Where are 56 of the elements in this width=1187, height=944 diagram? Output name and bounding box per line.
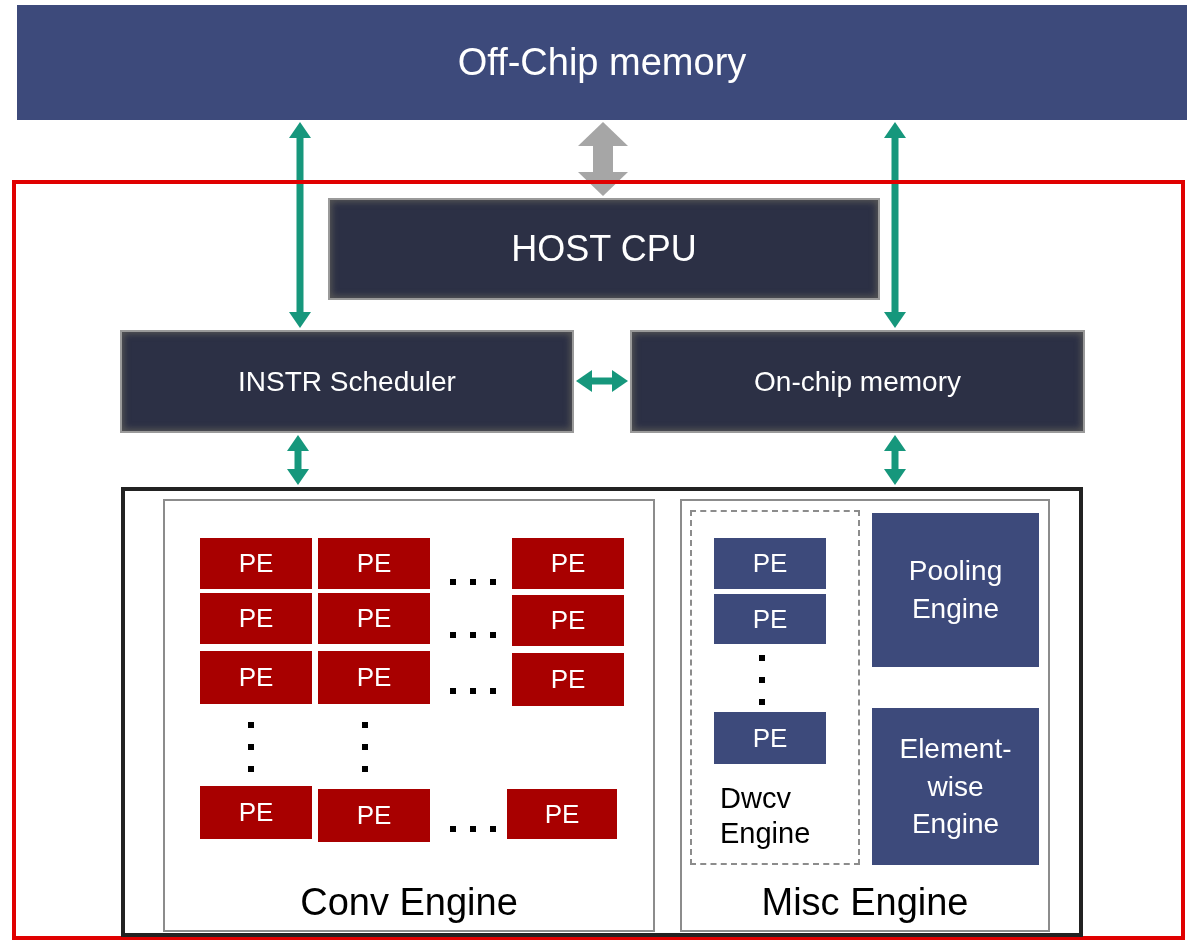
- block-label: HOST CPU: [511, 227, 697, 271]
- double-arrow: [884, 122, 906, 328]
- pe-cell: [317, 592, 431, 645]
- block-label: PE: [238, 796, 274, 829]
- pe-cell: [317, 537, 431, 590]
- dashed-engine-box: [690, 510, 860, 865]
- pe-cell: [713, 593, 827, 645]
- pe-cell: [511, 652, 625, 707]
- pe-cell: [713, 537, 827, 590]
- engine-frame: [121, 487, 1083, 937]
- double-arrow: [287, 435, 309, 485]
- block-label: PE: [752, 602, 788, 636]
- block-label: PE: [356, 799, 392, 832]
- block-label: Element-wise Engine: [898, 731, 1013, 842]
- pe-cell: [199, 785, 313, 840]
- block-label: PE: [752, 721, 788, 755]
- block-label: INSTR Scheduler: [238, 364, 456, 399]
- block-label: PE: [752, 547, 788, 580]
- double-arrow: [289, 122, 311, 328]
- double-arrow: [884, 435, 906, 485]
- block-label: PE: [544, 797, 580, 831]
- pe-cell: [199, 592, 313, 645]
- block-label: PE: [238, 661, 274, 694]
- block-label: Pooling Engine: [907, 554, 1004, 626]
- module-block: [630, 330, 1085, 433]
- pe-cell: [317, 650, 431, 705]
- block-label: PE: [550, 663, 586, 696]
- block-label: Conv Engine: [300, 879, 518, 925]
- block-label: PE: [550, 547, 586, 580]
- engine-block: [871, 512, 1040, 668]
- cpu-block: [328, 198, 880, 300]
- pe-cell: [199, 650, 313, 705]
- pe-cell: [511, 594, 625, 647]
- double-arrow: [576, 370, 628, 392]
- pe-cell: [713, 711, 827, 765]
- memory-block: [17, 5, 1187, 120]
- block-label: Misc Engine: [761, 879, 969, 925]
- pe-cell: [199, 537, 313, 590]
- chip-frame: [12, 180, 1185, 940]
- pe-cell: [317, 788, 431, 843]
- engine-panel: [163, 499, 655, 932]
- block-label: PE: [238, 547, 274, 580]
- block-label: PE: [238, 602, 274, 635]
- pe-cell: [511, 537, 625, 590]
- block-label: Dwcv Engine: [720, 781, 812, 851]
- block-label: On-chip memory: [754, 364, 961, 399]
- block-label: PE: [356, 661, 392, 694]
- engine-panel: [680, 499, 1050, 932]
- module-block: [120, 330, 574, 433]
- double-arrow: [578, 122, 628, 196]
- pe-cell: [506, 788, 618, 840]
- block-label: Off-Chip memory: [457, 40, 747, 85]
- engine-block: [871, 707, 1040, 866]
- block-label: PE: [356, 602, 392, 635]
- block-label: PE: [356, 547, 392, 580]
- block-label: PE: [550, 604, 586, 637]
